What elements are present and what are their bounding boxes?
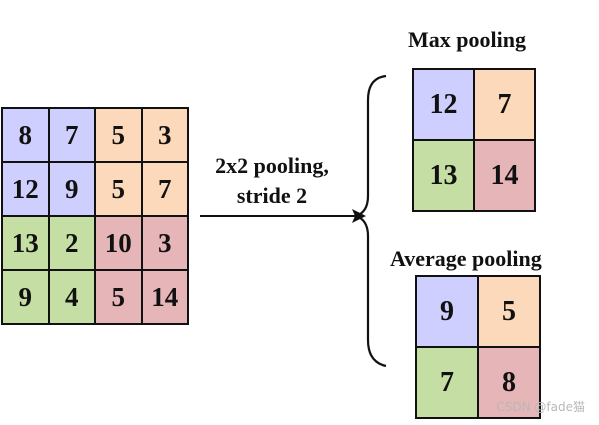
pooling-operation-line-1: 2x2 pooling, [215, 153, 329, 178]
input-cell: 5 [96, 163, 141, 215]
input-cell: 8 [3, 109, 48, 161]
average-pooling-title: Average pooling [390, 246, 542, 271]
input-cell: 2 [49, 217, 94, 269]
input-cell: 9 [3, 271, 48, 323]
input-cell: 12 [3, 163, 48, 215]
curly-brace [352, 74, 387, 368]
average-pooling-cell: 8 [479, 348, 539, 417]
input-cell: 7 [49, 109, 94, 161]
pooling-operation-label: 2x2 pooling, stride 2 [198, 151, 346, 211]
max-pooling-cell: 7 [475, 70, 534, 139]
max-pooling-cell: 12 [414, 70, 473, 139]
input-cell: 5 [96, 109, 141, 161]
input-cell: 9 [49, 163, 94, 215]
input-cell: 3 [142, 109, 187, 161]
input-cell: 10 [96, 217, 141, 269]
input-cell: 4 [49, 271, 94, 323]
max-pooling-cell: 13 [414, 141, 473, 210]
watermark: CSDN @fade猫 [496, 400, 585, 414]
input-cell: 13 [3, 217, 48, 269]
average-pooling-cell: 9 [417, 277, 477, 346]
max-pooling-title: Max pooling [408, 27, 526, 52]
pooling-operation-line-2: stride 2 [236, 183, 308, 208]
input-cell: 14 [142, 271, 187, 323]
input-cell: 5 [96, 271, 141, 323]
average-pooling-cell: 5 [479, 277, 539, 346]
operation-arrow-head [352, 209, 366, 223]
average-pooling-cell: 7 [417, 348, 477, 417]
max-pooling-cell: 14 [475, 141, 534, 210]
input-cell: 3 [142, 217, 187, 269]
input-cell: 7 [142, 163, 187, 215]
